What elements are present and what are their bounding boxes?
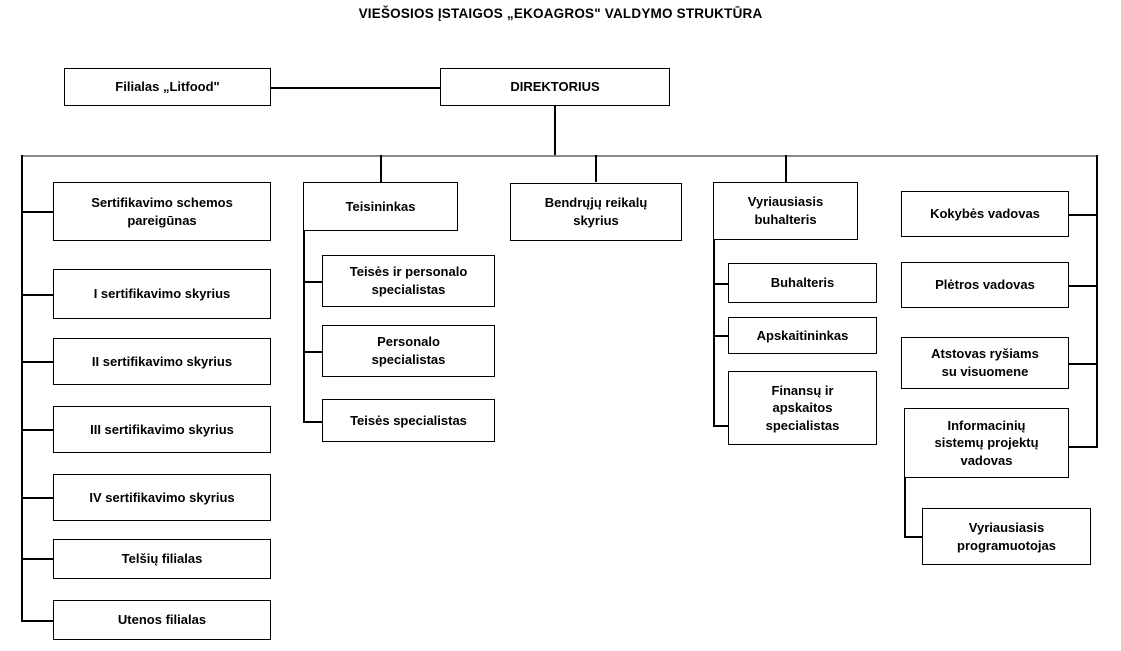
node-label-line1: Vyriausiasis (747, 194, 824, 210)
node-label-line2: specialistas (371, 352, 446, 367)
node-label-line1: Informacinių (947, 417, 1026, 433)
connector-teisininkas-personalo (303, 351, 322, 353)
connector-left-sert4 (21, 497, 54, 499)
node-label-line1: Bendrųjų reikalų (544, 195, 648, 211)
node-informaciniu-sistemu-projektu-vadovas[interactable]: Informacinių sistemų projektų vadovas (904, 408, 1069, 478)
node-label-line3: vadovas (960, 452, 1013, 468)
node-label: Filialas „Litfood" (115, 79, 220, 95)
node-label-line2: apskaitos (772, 400, 833, 416)
connector-teisininkas-teises-spec (303, 421, 322, 423)
node-direktorius[interactable]: DIREKTORIUS (440, 68, 670, 106)
node-personalo-specialistas[interactable]: Personalo specialistas (322, 325, 495, 377)
connector-buhalteris (713, 283, 728, 285)
connector-right-informaciniu (1069, 446, 1098, 448)
vyr-buhalteris-spine-line (713, 240, 715, 426)
connector-left-sert2 (21, 361, 54, 363)
node-atstovas-rysiams-su-visuomene[interactable]: Atstovas ryšiams su visuomene (901, 337, 1069, 389)
node-label: Apskaitininkas (756, 327, 849, 343)
connector-programuotojas (904, 536, 922, 538)
node-label-line2: sistemų projektų (934, 435, 1039, 451)
node-label: I sertifikavimo skyrius (93, 286, 231, 302)
node-i-sertifikavimo-skyrius[interactable]: I sertifikavimo skyrius (53, 269, 271, 319)
node-label-line1: Personalo (377, 334, 440, 350)
node-label-line2: skyrius (573, 213, 619, 228)
node-label-line1: Finansų ir (771, 382, 834, 398)
node-buhalteris[interactable]: Buhalteris (728, 263, 877, 303)
node-kokybes-vadovas[interactable]: Kokybės vadovas (901, 191, 1069, 237)
node-label-line2: pareigūnas (127, 212, 197, 228)
node-label-line1: Vyriausiasis (968, 519, 1045, 535)
connector-teisininkas-teises-personalo (303, 281, 322, 283)
left-spine-line (21, 155, 23, 622)
connector-right-pletros (1069, 285, 1098, 287)
node-iii-sertifikavimo-skyrius[interactable]: III sertifikavimo skyrius (53, 406, 271, 453)
main-bus-line (21, 155, 1098, 157)
node-label: Buhalteris (770, 275, 835, 291)
connector-drop-bendruju (595, 155, 597, 182)
node-label: DIREKTORIUS (510, 79, 600, 95)
connector-right-kokybes (1069, 214, 1098, 216)
right-spine-line (1096, 155, 1098, 447)
connector-drop-vyr-buhalteris (785, 155, 787, 182)
node-utenos-filialas[interactable]: Utenos filialas (53, 600, 271, 640)
node-filialas-litfood[interactable]: Filialas „Litfood" (64, 68, 271, 106)
node-label: II sertifikavimo skyrius (91, 353, 233, 369)
node-vyriausiasis-programuotojas[interactable]: Vyriausiasis programuotojas (922, 508, 1091, 565)
connector-finansu (713, 425, 728, 427)
node-label: Kokybės vadovas (930, 206, 1040, 222)
connector-litfood-direktorius (270, 87, 441, 89)
node-pletros-vadovas[interactable]: Plėtros vadovas (901, 262, 1069, 308)
node-bendruju-reikalu-skyrius[interactable]: Bendrųjų reikalų skyrius (510, 183, 682, 241)
node-telsiu-filialas[interactable]: Telšių filialas (53, 539, 271, 579)
connector-left-utenos (21, 620, 54, 622)
node-label: III sertifikavimo skyrius (90, 421, 234, 437)
connector-left-telsiu (21, 558, 54, 560)
node-label: Teisės specialistas (350, 412, 467, 428)
connector-left-sertifikavimo-schemos (21, 211, 54, 213)
node-label-line3: specialistas (765, 417, 840, 433)
node-label: Utenos filialas (117, 612, 207, 628)
node-label-line2: programuotojas (957, 537, 1056, 553)
node-label-line1: Teisės ir personalo (349, 264, 468, 280)
node-label: Plėtros vadovas (935, 277, 1035, 293)
connector-direktorius-drop (554, 105, 556, 157)
connector-apskaitininkas (713, 335, 728, 337)
page-title: VIEŠOSIOS ĮSTAIGOS „EKOAGROS" VALDYMO ST… (358, 6, 763, 21)
node-label: IV sertifikavimo skyrius (89, 489, 235, 505)
node-label-line1: Sertifikavimo schemos (91, 194, 233, 210)
node-teises-ir-personalo-specialistas[interactable]: Teisės ir personalo specialistas (322, 255, 495, 307)
node-finansu-ir-apskaitos-specialistas[interactable]: Finansų ir apskaitos specialistas (728, 371, 877, 445)
node-label-line2: su visuomene (941, 364, 1029, 379)
node-vyriausiasis-buhalteris[interactable]: Vyriausiasis buhalteris (713, 182, 858, 240)
node-label: Teisininkas (345, 198, 416, 214)
node-label-line2: buhalteris (754, 212, 817, 227)
node-ii-sertifikavimo-skyrius[interactable]: II sertifikavimo skyrius (53, 338, 271, 385)
connector-right-atstovas (1069, 363, 1098, 365)
node-label: Telšių filialas (121, 551, 203, 567)
node-teisininkas[interactable]: Teisininkas (303, 182, 458, 231)
node-iv-sertifikavimo-skyrius[interactable]: IV sertifikavimo skyrius (53, 474, 271, 521)
node-apskaitininkas[interactable]: Apskaitininkas (728, 317, 877, 354)
informaciniu-spine-line (904, 477, 906, 537)
teisininkas-spine-line (303, 231, 305, 422)
node-sertifikavimo-schemos-pareigunas[interactable]: Sertifikavimo schemos pareigūnas (53, 182, 271, 241)
node-label-line2: specialistas (371, 282, 446, 297)
connector-drop-teisininkas (380, 155, 382, 182)
node-label-line1: Atstovas ryšiams (931, 346, 1039, 362)
node-teises-specialistas[interactable]: Teisės specialistas (322, 399, 495, 442)
connector-left-sert1 (21, 294, 54, 296)
connector-left-sert3 (21, 429, 54, 431)
